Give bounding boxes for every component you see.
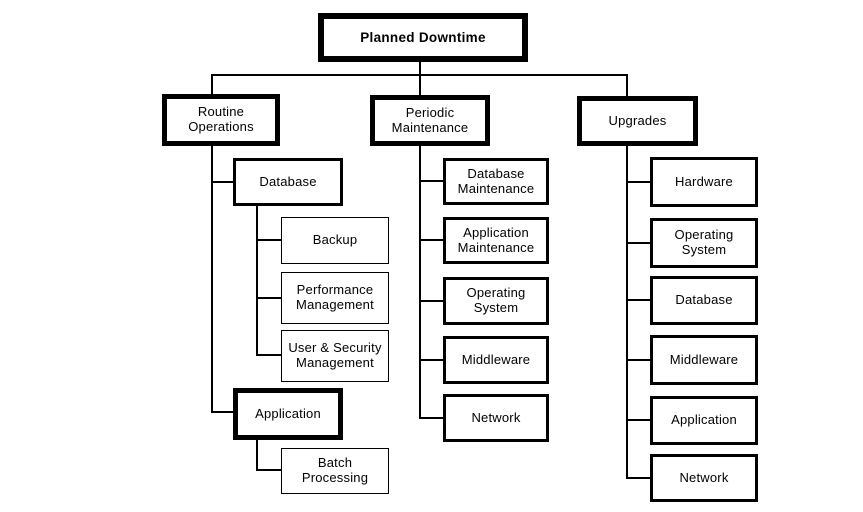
node-label: Database (259, 173, 317, 189)
node-label: Operating System (466, 285, 526, 315)
connector-stub-network-upgrade (628, 477, 650, 479)
connector-stub-db-maintenance (421, 180, 443, 182)
connector-drop-upgrades (626, 74, 628, 97)
node-label: Middleware (461, 351, 531, 367)
node-label: Middleware (669, 351, 739, 367)
node-application: Application (233, 388, 343, 440)
connector-stub-middleware-upgrade (628, 359, 650, 361)
connector-stub-hardware (628, 181, 650, 183)
node-operating-system-maintenance: Operating System (443, 277, 549, 325)
node-label: Upgrades (608, 112, 667, 128)
node-label: Application Maintenance (457, 224, 535, 255)
connector-trunk-upgrades (626, 146, 628, 479)
node-database: Database (233, 158, 343, 206)
connector-drop-routine (211, 74, 213, 95)
node-planned-downtime: Planned Downtime (318, 13, 528, 62)
connector-trunk-periodic (419, 146, 421, 419)
node-label: Operating System (674, 227, 734, 257)
connector-stub-network-maintenance (421, 417, 443, 419)
connector-stub-backup (258, 239, 281, 241)
connector-stub-middleware-maintenance (421, 359, 443, 361)
node-database-upgrade: Database (650, 276, 758, 325)
node-performance-management: Performance Management (281, 272, 389, 324)
node-label: Routine Operations (188, 104, 254, 134)
connector-stub-database (213, 181, 233, 183)
node-label: Application (671, 412, 737, 428)
node-network-maintenance: Network (443, 394, 549, 442)
node-application-maintenance: Application Maintenance (443, 217, 549, 264)
connector-stub-user-security (258, 354, 281, 356)
node-label: Backup (312, 232, 358, 248)
node-label: Batch Processing (301, 455, 369, 485)
node-periodic-maintenance: Periodic Maintenance (370, 95, 490, 146)
node-hardware-upgrade: Hardware (650, 157, 758, 207)
connector-stub-application-upgrade (628, 419, 650, 421)
connector-stub-batch (258, 469, 281, 471)
node-batch-processing: Batch Processing (281, 448, 389, 494)
node-middleware-upgrade: Middleware (650, 335, 758, 385)
connector-root-drop (419, 62, 421, 75)
node-label: Planned Downtime (360, 29, 486, 45)
connector-stub-application (213, 411, 233, 413)
connector-trunk-application (256, 440, 258, 471)
node-label: User & Security Management (288, 340, 382, 370)
node-label: Database (675, 292, 733, 308)
node-middleware-maintenance: Middleware (443, 336, 549, 384)
connector-stub-db-upgrade (628, 299, 650, 301)
connector-trunk-routine (211, 146, 213, 413)
node-label: Application (255, 405, 321, 421)
node-network-upgrade: Network (650, 454, 758, 502)
node-backup: Backup (281, 217, 389, 264)
node-upgrades: Upgrades (577, 96, 698, 146)
node-label: Performance Management (296, 282, 374, 312)
connector-stub-app-maintenance (421, 239, 443, 241)
node-user-security-management: User & Security Management (281, 330, 389, 382)
node-label: Hardware (675, 173, 733, 189)
node-routine-operations: Routine Operations (162, 94, 280, 146)
node-operating-system-upgrade: Operating System (650, 218, 758, 268)
connector-stub-os-upgrade (628, 242, 650, 244)
node-label: Network (471, 409, 521, 425)
node-label: Periodic Maintenance (391, 104, 469, 135)
node-label: Network (679, 469, 729, 485)
node-label: Database Maintenance (457, 165, 535, 196)
connector-drop-periodic (419, 74, 421, 96)
connector-trunk-database (256, 206, 258, 356)
connector-stub-os-maintenance (421, 300, 443, 302)
node-database-maintenance: Database Maintenance (443, 158, 549, 205)
node-application-upgrade: Application (650, 396, 758, 445)
connector-stub-performance (258, 297, 281, 299)
